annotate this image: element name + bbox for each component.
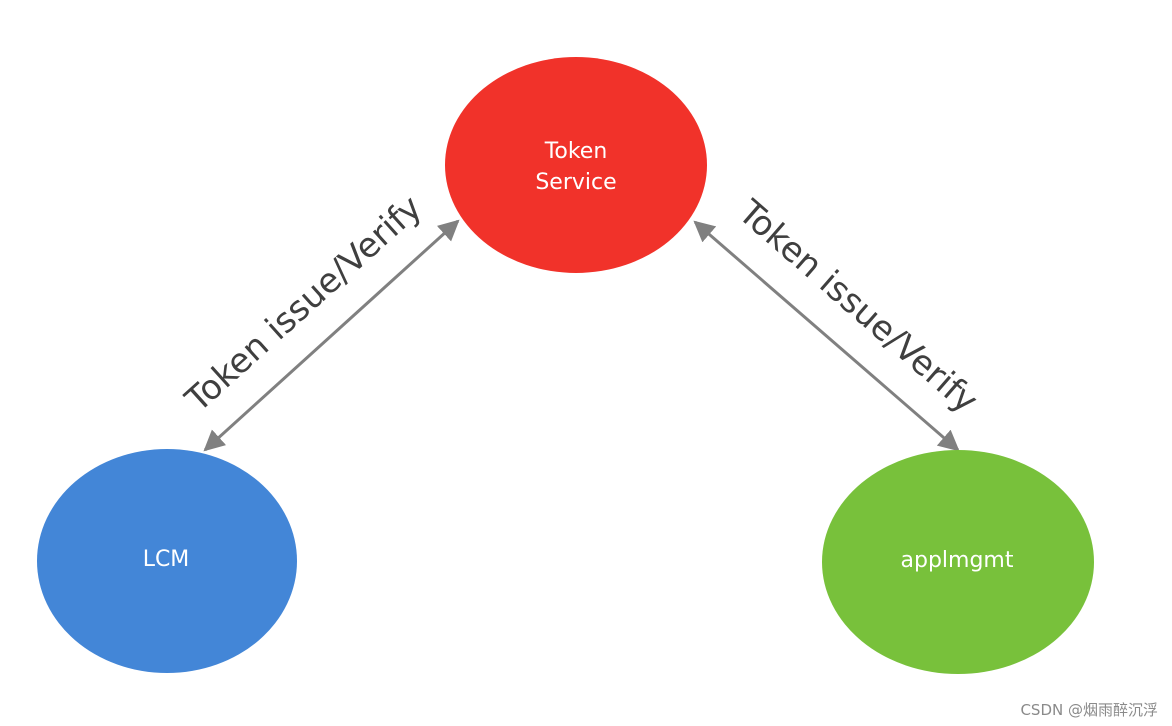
watermark-text: CSDN @烟雨醉沉浮 xyxy=(1020,701,1158,719)
edge-label-left: Token issue/Verify xyxy=(177,188,430,421)
token-service-label-line2: Service xyxy=(535,170,616,195)
lcm-circle xyxy=(37,449,297,673)
node-token-service[interactable]: Token Service xyxy=(445,57,707,273)
node-applmgmt[interactable]: applmgmt xyxy=(822,450,1094,674)
node-lcm[interactable]: LCM xyxy=(37,449,297,673)
lcm-label: LCM xyxy=(143,547,190,572)
token-service-label-line1: Token xyxy=(544,139,608,164)
token-service-circle xyxy=(445,57,707,273)
applmgmt-circle xyxy=(822,450,1094,674)
applmgmt-label: applmgmt xyxy=(901,548,1014,573)
arrow-applmgmt-token-service xyxy=(693,220,960,452)
edge-label-right: Token issue/Verify xyxy=(730,192,986,421)
arrow-lcm-token-service xyxy=(203,219,460,452)
